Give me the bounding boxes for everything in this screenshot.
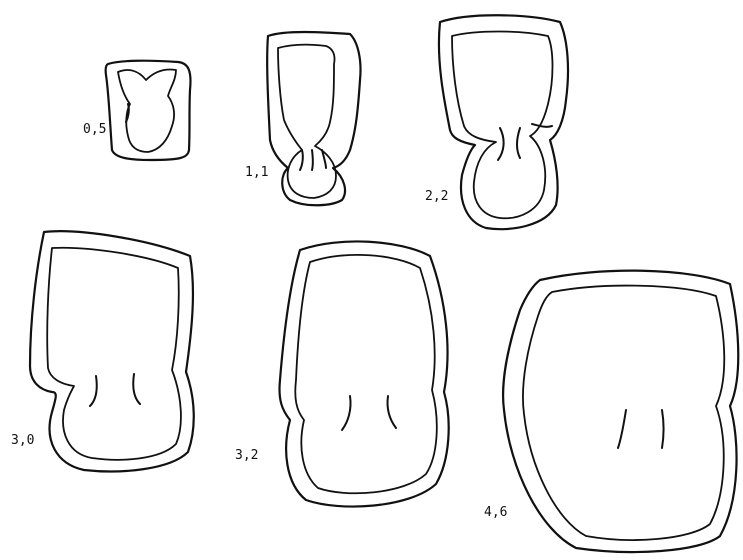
stage-label-e: 3,2 xyxy=(235,448,258,463)
stage-a-inner-cavity xyxy=(118,69,176,152)
stage-d-fold-left xyxy=(90,376,97,406)
stage-a-drawing xyxy=(106,61,191,160)
stage-label-f: 4,6 xyxy=(484,505,507,520)
stage-e-fold-right xyxy=(387,396,396,428)
stage-label-d: 3,0 xyxy=(11,433,34,448)
stage-b-drawing xyxy=(267,32,360,205)
stage-b-inner-cavity xyxy=(278,45,336,198)
stage-d-drawing xyxy=(30,231,194,471)
stage-c-fold-left xyxy=(498,128,504,160)
stage-label-b: 1,1 xyxy=(245,165,268,180)
stage-d-fold-right xyxy=(133,374,140,404)
stage-f-inner-cavity xyxy=(523,286,724,540)
stage-b-fold-left xyxy=(300,150,303,170)
stage-c-outer-wall xyxy=(439,15,568,229)
stage-e-drawing xyxy=(279,241,448,506)
stage-label-c: 2,2 xyxy=(425,189,448,204)
stage-f-fold-left xyxy=(618,410,626,448)
stage-e-fold-left xyxy=(342,396,351,430)
stage-e-inner-cavity xyxy=(295,255,437,493)
stage-c-drawing xyxy=(439,15,568,229)
stage-f-fold-right xyxy=(662,410,664,448)
stage-b-outer-wall xyxy=(267,32,360,205)
stage-f-drawing xyxy=(503,271,738,552)
stage-c-pinch xyxy=(532,124,552,127)
stage-b-fold-mid xyxy=(312,150,313,170)
stage-c-fold-right xyxy=(517,128,520,158)
stage-d-outer-wall xyxy=(30,231,194,471)
stage-label-a: 0,5 xyxy=(83,122,106,137)
stage-d-inner-cavity xyxy=(47,248,181,460)
